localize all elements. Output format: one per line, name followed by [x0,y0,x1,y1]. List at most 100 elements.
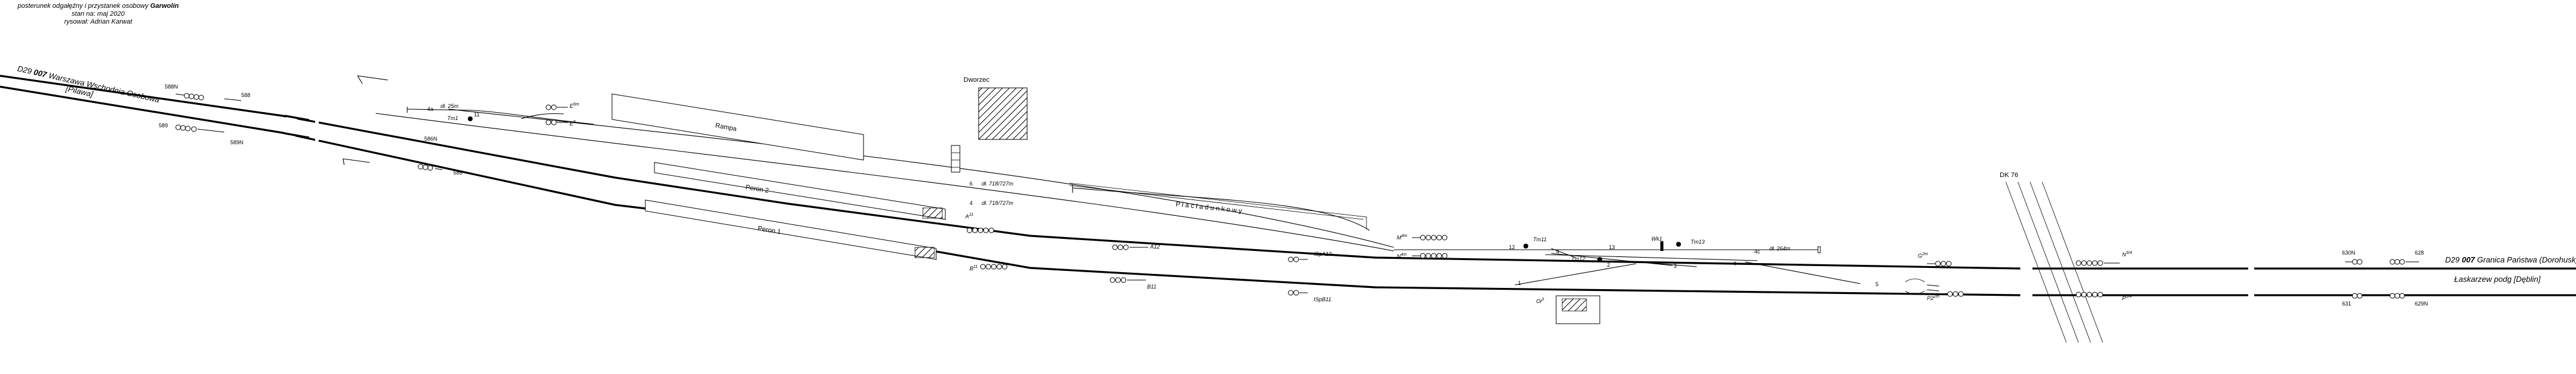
yard-outline [1069,182,1367,229]
signal-631-label: 631 [2342,301,2351,307]
signal-ispa12-label: ISpA12 [1314,251,1332,257]
signal-tm1-label: Tm1 [447,115,458,121]
signal-ispb11-head [1288,290,1308,296]
platform-1 [645,199,937,260]
signal-tm13-head [1676,242,1681,247]
signal-oi-label: Oi3 [1536,298,1544,304]
signal-g-label: G2m [1918,252,1928,259]
stub-1 [357,75,388,81]
signal-tm12-label: Tm12 [1571,256,1585,262]
track-6 [448,109,1394,248]
signals: 588N 588 589 589N 586N 586 Tm1 E6m E6 [159,84,2428,307]
track-4a-label: 4a [427,106,433,112]
road-edge-b [2017,181,2079,343]
yard-label: P l a c ł a d u n k o w y [1176,201,1243,215]
header: posterunek odgałęźny i przystanek osobow… [17,2,179,25]
signal-e6m-label: E6m [570,102,579,109]
signal-586-label: 586 [453,170,462,176]
signal-wk1-head [1660,241,1663,251]
signal-b11b-label: B11 [1147,284,1156,290]
track-11-label: 11 [474,112,479,118]
signal-p34-label: P3/4 [2122,295,2132,301]
signal-588N-label: 588N [165,84,178,90]
track-4c-label: 4c [1754,249,1760,255]
signal-586N-label: 586N [424,136,438,142]
station-building [978,87,1028,140]
buffers [1817,246,2032,298]
signal-628-label: 628 [2415,250,2424,256]
side-tracks [342,75,1940,292]
track-4c-length: dł. 264m [1769,245,1791,252]
main-tracks [0,75,2576,296]
main-track-top-seg [284,115,310,121]
road-label: DK 76 [2000,172,2019,179]
buildings: Dworzec Rampa P l a c ł a d u n k o w y [611,76,1600,324]
track-2-label: 2 [1607,262,1610,268]
signal-ispa12-head [1288,256,1308,262]
track-13-label: 13 [1609,244,1615,250]
signal-589-head [175,124,225,133]
bridge-mark-a [1905,278,1925,282]
signal-tm13-label: Tm13 [1691,239,1705,245]
track-4a-length: dł. 25m [441,103,459,109]
signal-a11-label: A11 [965,213,973,219]
signal-n34-label: N3/4 [2122,251,2132,258]
signal-588-head [175,93,242,101]
header-line2: stan na: maj 2020 [72,10,125,18]
ramp [611,93,864,161]
station-label: Dworzec [964,76,990,84]
platforms: Peron 2 Peron 1 [645,162,946,260]
signal-tm12-head [1597,257,1602,262]
road-edge-c [2029,181,2091,343]
platform-2 [654,162,946,220]
track-4-label-b: 4 [1556,249,1559,255]
road-dk76 [2005,181,2103,343]
route-east-bottom: Łaskarzew podg [Dęblin] [2454,275,2541,284]
signal-g-head [1927,261,1952,267]
signal-a12-head [1112,244,1148,250]
signal-589-label: 589 [159,122,168,129]
platform-2-stairs [922,207,943,219]
signal-630N-label: 630N [2342,250,2355,256]
signal-e6m-head [545,104,568,110]
track-6-label: 6 [970,181,973,187]
track-1-label: 1 [1518,280,1521,286]
route-west-top: D29 007 Warszawa Wschodnia Osobowa [16,64,160,104]
track-4c-end-label: 4 [1733,261,1736,267]
track-4-crossover [1745,261,1861,284]
route-east-top: D29 007 Granica Państwa (Dorohusk) [2445,255,2576,264]
track-12 [1545,254,1758,261]
signal-b11b-head [1110,277,1146,283]
signal-a11-head [967,227,994,233]
signal-m4-label: M4m [1397,234,1407,241]
signal-628-head [2345,259,2419,265]
signal-p34-head [2075,292,2120,298]
platform-1-stairs [914,247,935,258]
signal-586-head [418,164,443,171]
platform-1-label: Peron 1 [757,225,782,236]
track-4-label: 4 [970,200,973,206]
stub-2 [342,158,370,163]
track-3-label: 3 [1674,263,1677,269]
signal-589N-label: 589N [230,139,244,145]
station-stairs [951,145,960,173]
track-5-label: 5 [1875,281,1879,287]
track-3 [1636,261,1697,267]
buffer-4c [1817,246,1821,253]
signal-588-label: 588 [241,92,250,98]
track-labels: 4a dł. 25m 11 6 dł. 718/727m 4 dł. 718/7… [427,103,1879,287]
signal-p2-label: P22m [1927,295,1940,301]
signal-ispb11-label: ISpB11 [1314,296,1331,302]
signal-629-head [2345,293,2419,299]
main-track-bottom-seg [284,132,310,139]
bridge-mark-b [1905,290,1925,295]
signal-p2-head [1939,291,1964,297]
signal-b11-head [980,264,1008,270]
header-line1: posterunek odgałęźny i przystanek osobow… [17,2,179,10]
signal-m4-head [1412,235,1448,241]
track-11 [472,110,594,125]
signal-a12-label: A12 [1150,244,1160,250]
track-2-crossover [1514,263,1637,286]
track-4-length: dł. 718/727m [982,200,1014,206]
